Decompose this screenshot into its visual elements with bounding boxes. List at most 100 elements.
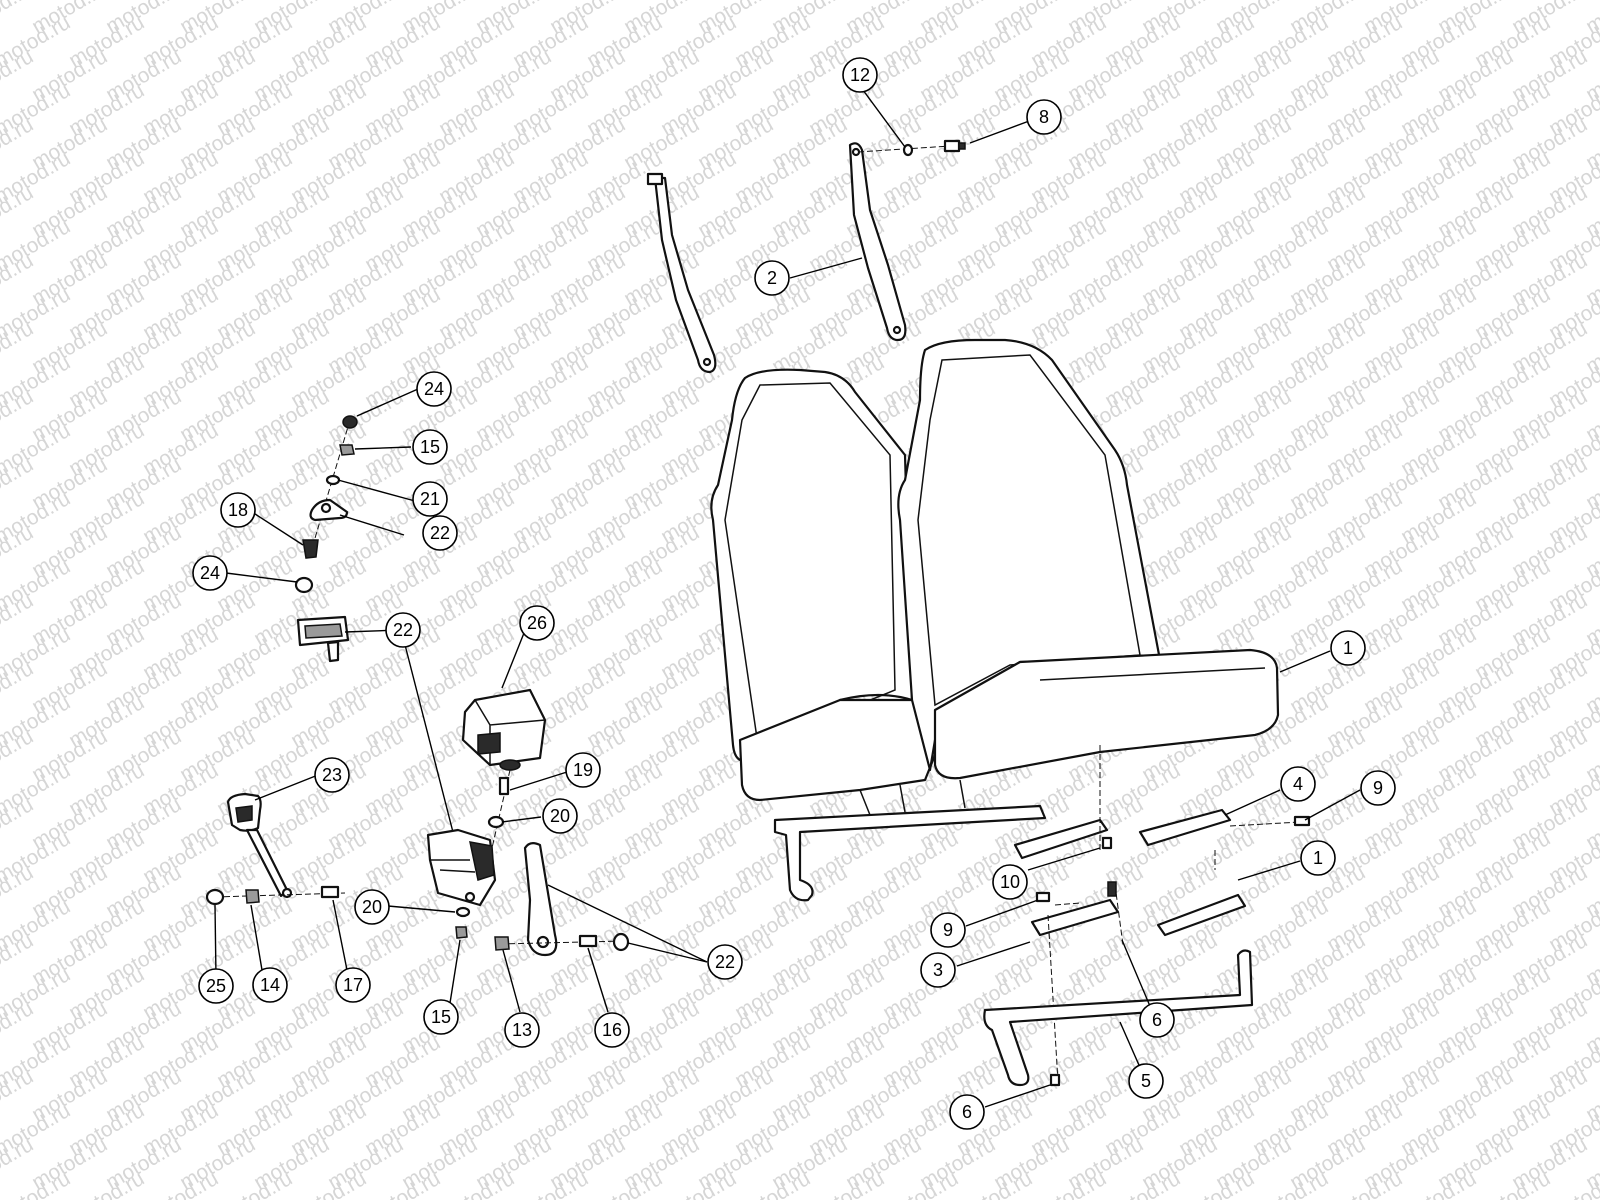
right-armrest (848, 142, 907, 342)
callout-20-top: 20 (542, 798, 578, 834)
left-armrest (653, 176, 717, 374)
spacer-22 (612, 932, 630, 952)
buckle-cover-26 (461, 688, 547, 771)
right-seat-cushion (933, 648, 1280, 780)
right-seat-back-inner (917, 354, 1141, 707)
washer-21 (325, 474, 341, 486)
buckle-hole (464, 891, 476, 903)
callout-2: 2 (754, 260, 790, 296)
svg-text:24: 24 (200, 563, 220, 583)
svg-text:20: 20 (550, 806, 570, 826)
seat-frame-5 (983, 949, 1254, 1087)
rail-3 (1030, 898, 1120, 937)
svg-text:12: 12 (850, 65, 870, 85)
side-anchor-axis (499, 940, 626, 945)
svg-text:3: 3 (933, 960, 943, 980)
svg-text:14: 14 (260, 975, 280, 995)
svg-text:18: 18 (228, 500, 248, 520)
svg-text:25: 25 (206, 976, 226, 996)
armrest-fasteners (857, 139, 966, 157)
leader-lines (214, 85, 1361, 1108)
buckle-body (426, 828, 497, 907)
cover-slot (477, 732, 501, 755)
bolt-18 (302, 539, 319, 559)
svg-text:1: 1 (1313, 848, 1323, 868)
bolt-6-top (1107, 881, 1117, 897)
screw-19 (498, 776, 510, 796)
callout-6-bottom: 6 (949, 1094, 985, 1130)
svg-text:1: 1 (1343, 638, 1353, 658)
nut-15-bottom (455, 926, 468, 939)
callout-3: 3 (920, 952, 956, 988)
cap-24-bottom (294, 576, 314, 594)
stalk-button (235, 805, 253, 823)
stalk-eye (281, 887, 293, 899)
svg-text:24: 24 (424, 379, 444, 399)
callout-6-top: 6 (1139, 1002, 1175, 1038)
svg-text:6: 6 (1152, 1010, 1162, 1030)
nut-13 (494, 936, 510, 951)
svg-text:23: 23 (322, 765, 342, 785)
svg-text:17: 17 (343, 975, 363, 995)
callout-16: 16 (594, 1012, 630, 1048)
bolt-9-left (1035, 891, 1051, 903)
rail-10 (1013, 818, 1109, 860)
side-anchor-hole (536, 935, 550, 949)
tongue-inner (304, 623, 343, 639)
callout-14: 14 (252, 967, 288, 1003)
bolt-16 (578, 934, 598, 948)
cap-25 (205, 888, 225, 906)
frame-axis (1047, 914, 1059, 1083)
washer-20-top (487, 815, 505, 829)
svg-text:2: 2 (767, 268, 777, 288)
svg-text:26: 26 (527, 613, 547, 633)
left-armrest-pin (646, 172, 664, 186)
armrests (646, 142, 907, 374)
svg-text:6: 6 (962, 1102, 972, 1122)
tongue-tab (326, 640, 340, 663)
callout-1-rail: 1 (1300, 840, 1336, 876)
cap-24-top (342, 415, 358, 429)
cushion-seam (1039, 667, 1266, 681)
svg-text:21: 21 (420, 489, 440, 509)
leader-22-long (402, 636, 456, 841)
callout-22-side: 22 (707, 944, 743, 980)
callout-15-top: 15 (412, 429, 448, 465)
svg-text:22: 22 (715, 952, 735, 972)
callout-20-bottom: 20 (354, 889, 390, 925)
bolt9b-axis (1229, 821, 1301, 827)
callout-9-left: 9 (930, 912, 966, 948)
nut-14 (245, 889, 260, 904)
callout-15-bottom: 15 (423, 999, 459, 1035)
callout-19: 19 (565, 752, 601, 788)
seat-frame (773, 804, 1047, 902)
washer-12 (902, 143, 914, 157)
svg-text:8: 8 (1039, 107, 1049, 127)
seat-rails (983, 745, 1311, 1087)
bolt-8 (943, 139, 961, 153)
buckle-lines (430, 859, 476, 873)
bolt-9-right (1293, 815, 1311, 827)
svg-text:22: 22 (393, 620, 413, 640)
bolt9-axis (1054, 902, 1081, 906)
svg-text:9: 9 (1373, 778, 1383, 798)
svg-text:20: 20 (362, 897, 382, 917)
belt-tongue-22 (296, 615, 350, 663)
bolt-6-bottom (1049, 1073, 1061, 1087)
callout-24-top: 24 (416, 371, 452, 407)
callout-12: 12 (842, 57, 878, 93)
callout-5: 5 (1128, 1063, 1164, 1099)
right-seat-back (897, 338, 1162, 772)
svg-text:16: 16 (602, 1020, 622, 1040)
callout-4: 4 (1280, 766, 1316, 802)
svg-text:4: 4 (1293, 774, 1303, 794)
seat-assembly (710, 338, 1280, 902)
callout-23: 23 (314, 757, 350, 793)
callout-21: 21 (412, 481, 448, 517)
bolt-8-head (958, 142, 966, 150)
callout-17: 17 (335, 967, 371, 1003)
cover-knob (499, 759, 521, 771)
washer-20-bottom (455, 906, 471, 918)
callout-22-tongue: 22 (385, 612, 421, 648)
